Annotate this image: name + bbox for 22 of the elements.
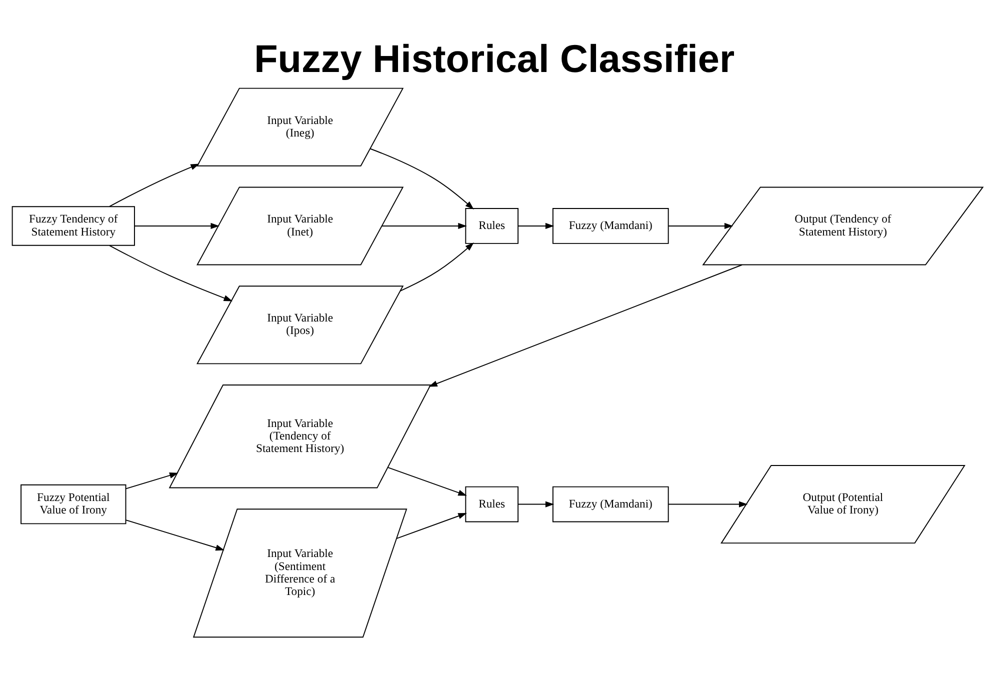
- arrow: [125, 520, 224, 551]
- arrow: [668, 222, 734, 230]
- arrow: [109, 164, 200, 207]
- arrow: [668, 501, 748, 508]
- arrow: [134, 222, 220, 230]
- arrow: [518, 501, 554, 508]
- node-box: Fuzzy (Mamdani): [552, 486, 669, 522]
- node-box: Rules: [465, 208, 519, 244]
- node-box: Rules: [465, 486, 519, 522]
- arrow: [518, 222, 554, 230]
- arrow: [125, 472, 178, 490]
- arrow: [109, 245, 233, 302]
- node-box: Fuzzy Potential Value of Irony: [20, 484, 126, 524]
- arrow: [387, 466, 467, 496]
- node-box: Fuzzy (Mamdani): [552, 208, 669, 244]
- arrow: [381, 222, 467, 230]
- node-box: Fuzzy Tendency of Statement History: [12, 206, 135, 246]
- arrow: [396, 512, 467, 539]
- arrow: [370, 148, 474, 210]
- arrow: [400, 242, 474, 292]
- diagram-title: Fuzzy Historical Classifier: [254, 38, 735, 81]
- arrow: [428, 264, 742, 387]
